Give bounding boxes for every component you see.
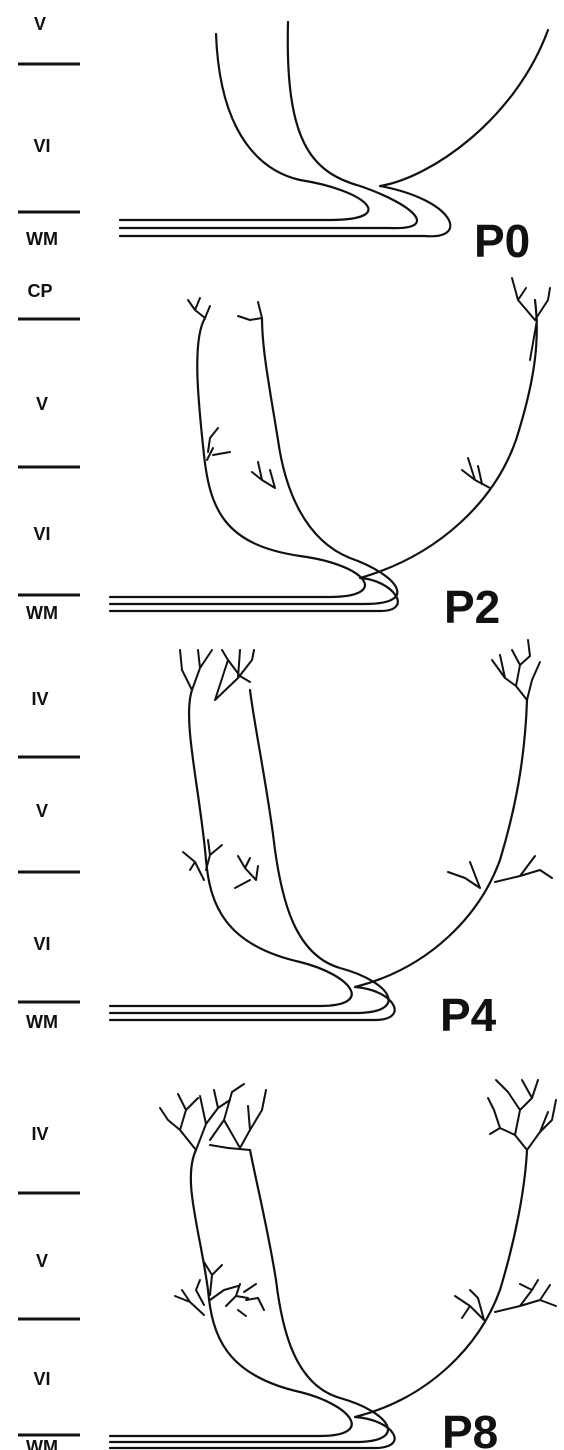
axon-branch: [175, 1262, 264, 1316]
stage-label-p8: P8: [442, 1406, 498, 1450]
layer-label-vi: VI: [33, 136, 50, 156]
axon: [110, 700, 527, 1020]
stage-label-p2: P2: [444, 581, 500, 633]
axon: [110, 318, 365, 597]
axon-branch: [238, 302, 262, 320]
layer-label-v: V: [34, 14, 46, 34]
axon-group: [110, 690, 527, 1020]
axon-branch: [512, 278, 550, 360]
layer-label-v: V: [36, 394, 48, 414]
layer-label-vi: VI: [33, 524, 50, 544]
axon: [110, 1150, 352, 1436]
axon-group: [110, 1150, 527, 1448]
layer-label-wm: WM: [26, 603, 58, 623]
panel-p2: CP V VI WM P2: [18, 278, 550, 633]
axon: [110, 300, 537, 611]
axon-branch: [235, 856, 258, 888]
layer-label-v: V: [36, 801, 48, 821]
axon-branch: [488, 1080, 556, 1150]
axon-branch: [183, 840, 222, 880]
layer-label-vi: VI: [33, 934, 50, 954]
axon: [110, 318, 397, 604]
layer-label-wm: WM: [26, 1437, 58, 1450]
axon: [120, 30, 548, 236]
panel-p0: V VI WM P0: [18, 14, 548, 267]
axon: [110, 690, 352, 1006]
axon-branches: [188, 278, 550, 488]
axon: [110, 1150, 527, 1448]
layer-label-vi: VI: [33, 1369, 50, 1389]
axon-branches: [160, 1080, 556, 1320]
axon-branch: [252, 462, 275, 488]
stage-label-p0: P0: [474, 215, 530, 267]
axon: [110, 690, 389, 1013]
axon-group: [110, 300, 537, 611]
axon-branches: [180, 640, 552, 888]
layer-label-cp: CP: [27, 281, 52, 301]
axon: [120, 22, 417, 228]
layer-label-wm: WM: [26, 229, 58, 249]
axon-branch: [207, 428, 230, 460]
layer-label-iv: IV: [31, 1124, 48, 1144]
axon: [120, 34, 368, 220]
layer-label-wm: WM: [26, 1012, 58, 1032]
layer-label-v: V: [36, 1251, 48, 1271]
panel-p4: IV V VI WM P4: [18, 640, 552, 1041]
stage-label-p4: P4: [440, 989, 497, 1041]
axon-branch: [455, 1280, 556, 1320]
layer-label-iv: IV: [31, 689, 48, 709]
axon-branch: [462, 458, 490, 488]
axon-group: [120, 22, 548, 236]
axon: [110, 1150, 388, 1442]
axon-branch: [160, 1084, 266, 1150]
axon-branch: [188, 298, 210, 318]
panel-p8: IV V VI WM P8: [18, 1080, 556, 1450]
axon-branch: [492, 640, 540, 700]
